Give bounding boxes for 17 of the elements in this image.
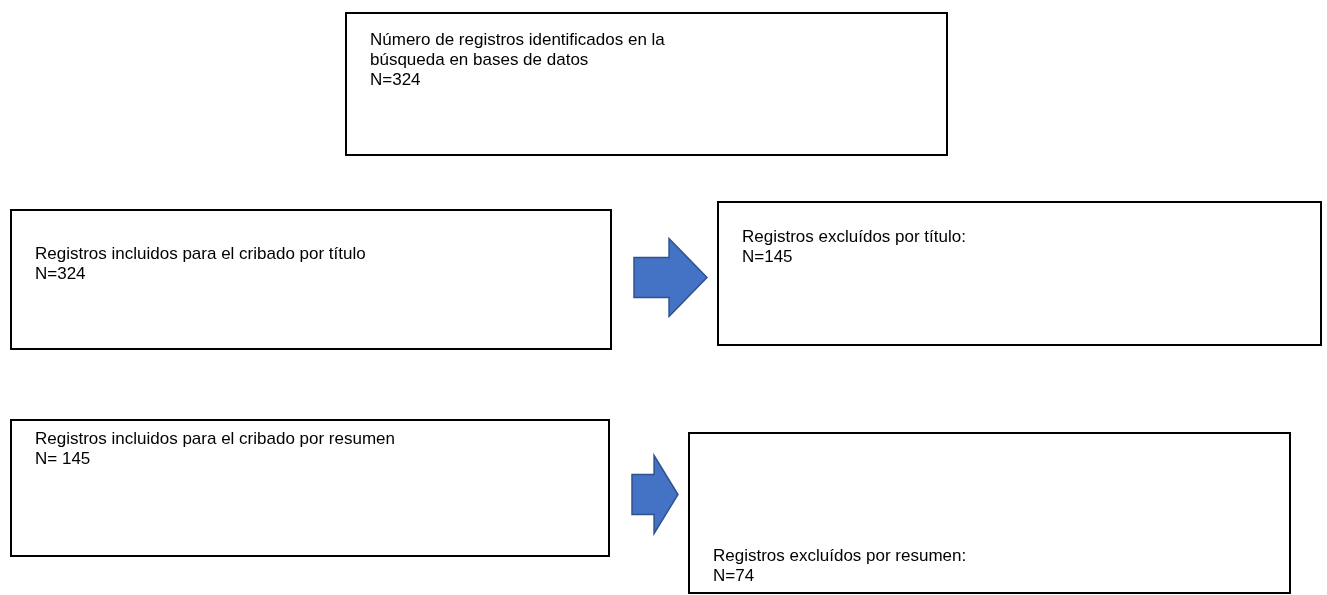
box-text: Número de registros identificados en la búsqueda en bases de datos <box>370 30 666 70</box>
block-arrow <box>633 236 709 319</box>
box-text: N= 145 <box>35 449 92 469</box>
process-box <box>345 12 948 156</box>
box-text: N=324 <box>35 264 87 284</box>
process-box <box>10 419 610 557</box>
process-box <box>10 209 612 350</box>
box-text: Registros incluidos para el cribado por título <box>35 244 367 264</box>
process-box <box>688 432 1291 594</box>
box-text: Registros excluídos por título: <box>742 227 967 247</box>
box-text: Registros excluídos por resumen: <box>713 546 968 566</box>
box-text: N=324 <box>370 70 422 90</box>
block-arrow <box>631 452 679 537</box>
box-text: N=145 <box>742 247 794 267</box>
box-text: N=74 <box>713 566 756 586</box>
box-text: Registros incluidos para el cribado por resumen <box>35 429 396 449</box>
process-box <box>717 201 1322 346</box>
